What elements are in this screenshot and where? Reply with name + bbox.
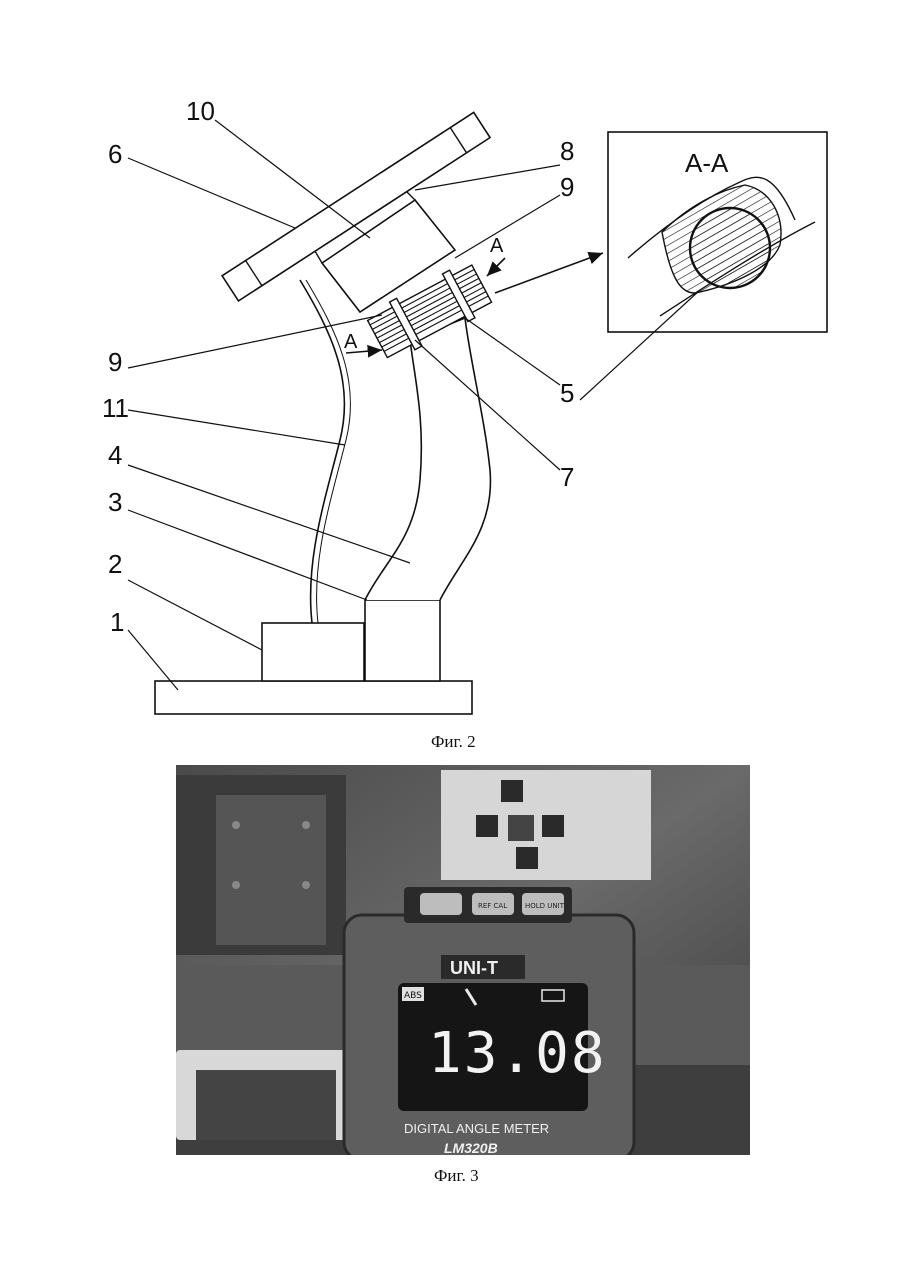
- machine-bolts: [232, 821, 310, 889]
- meter-brand: UNI-T: [450, 958, 498, 978]
- block-3: [364, 599, 441, 682]
- section-detail-title: A-A: [685, 148, 729, 178]
- label-8: 8: [560, 136, 574, 166]
- meter-power-button: [420, 893, 462, 915]
- meter-name: DIGITAL ANGLE METER: [404, 1121, 549, 1136]
- section-arrow-lower: [345, 344, 383, 358]
- meter-reading: 13.08: [428, 1021, 607, 1086]
- meter-hold-unit-button: [522, 893, 564, 915]
- block-2: [261, 622, 365, 682]
- leader-lines: [127, 119, 701, 691]
- meter-ref-cal-label: REF CAL: [478, 902, 507, 910]
- machine-plate: [216, 795, 326, 945]
- meter-ref-cal-button: [472, 893, 514, 915]
- threaded-collar: [366, 264, 493, 359]
- base-plate: [154, 680, 473, 715]
- controller-button-center: [508, 815, 534, 841]
- label-10: 10: [186, 96, 215, 126]
- flexible-arm: [364, 316, 492, 601]
- meter-screen: [398, 983, 588, 1111]
- section-arrow-upper: [486, 257, 506, 277]
- label-2: 2: [108, 549, 122, 579]
- meter-brand-plate: [441, 955, 525, 979]
- figure-3-caption: Фиг. 3: [434, 1166, 479, 1185]
- controller-button-right: [542, 815, 564, 837]
- tilt-indicator-icon: [464, 988, 478, 1006]
- panel: [221, 111, 492, 303]
- meter-model: LM320B: [444, 1140, 498, 1155]
- meter-abs-badge: ABS: [404, 991, 422, 1001]
- label-9-upper: 9: [560, 172, 574, 202]
- meter-abs-badge-bg: [402, 987, 424, 1001]
- controller-button-up: [501, 780, 523, 802]
- figure-2-diagram: A A A-A 10 6 8 9 9 5 7 11 4 3 2 1: [102, 96, 828, 715]
- figure-2-caption: Фиг. 2: [431, 732, 476, 751]
- section-marker-upper: A: [490, 235, 504, 257]
- figure-3-photo: REF CAL HOLD UNIT UNI-T ABS 13.08 DIGITA…: [176, 765, 750, 1155]
- label-1: 1: [110, 607, 124, 637]
- label-7: 7: [560, 462, 574, 492]
- controller-button-down: [516, 847, 538, 869]
- battery-icon: [541, 989, 565, 1002]
- cable-inner: [305, 279, 351, 624]
- section-marker-lower: A: [344, 331, 358, 353]
- meter-hold-unit-label: HOLD UNIT: [525, 902, 565, 910]
- label-6: 6: [108, 139, 122, 169]
- label-5: 5: [560, 378, 574, 408]
- label-3: 3: [108, 487, 122, 517]
- label-9-lower: 9: [108, 347, 122, 377]
- cable: [299, 279, 346, 624]
- detail-rod: [688, 206, 772, 290]
- label-4: 4: [108, 440, 122, 470]
- detail-outline-upper: [627, 176, 796, 259]
- white-frame-inner: [196, 1070, 336, 1140]
- detail-pointer-arrow: [494, 251, 604, 294]
- label-11: 11: [102, 393, 129, 423]
- controller-button-left: [476, 815, 498, 837]
